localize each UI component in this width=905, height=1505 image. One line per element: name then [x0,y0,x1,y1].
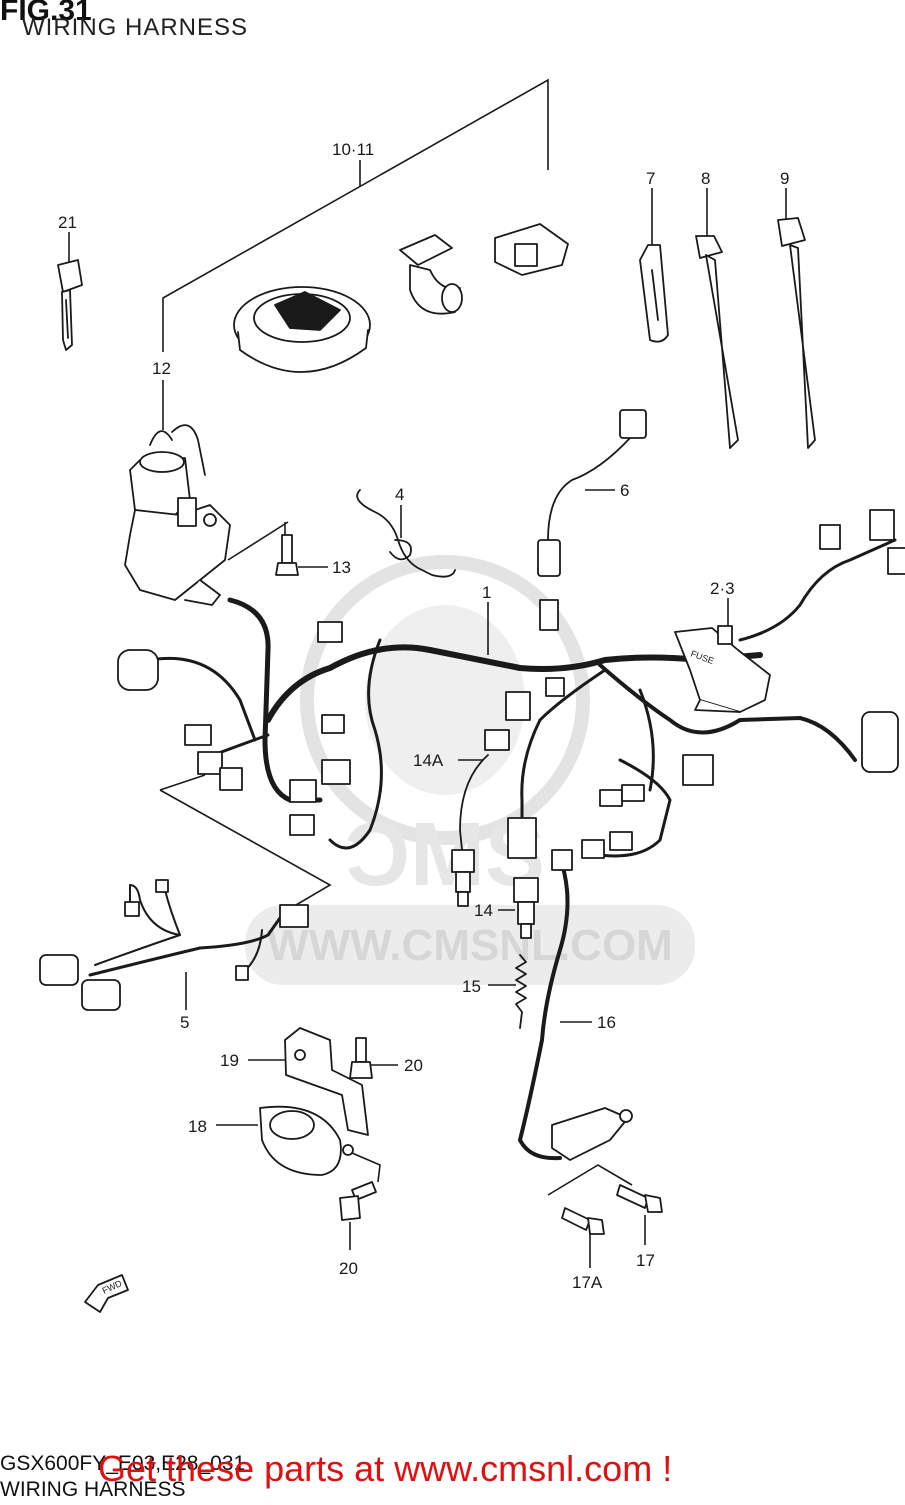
leader-bracket-10-11 [162,78,549,352]
leader-bracket-20b [344,1149,381,1183]
callout-19: 19 [220,1051,239,1070]
leader-bracket-5-b [159,789,332,906]
cable-tie-part-8 [695,235,739,449]
parts: FUSE [39,217,905,1313]
connectors-main-harness [117,509,905,859]
switch-part-14a [451,754,489,907]
bracket-part-19 [284,1027,369,1136]
watermark: WWW.CMSNL.COM ƆMS [245,555,695,985]
callout-4: 4 [395,485,404,504]
callout-9: 9 [780,169,789,188]
callout-17a: 17A [572,1273,603,1292]
callout-12: 12 [152,359,171,378]
sub-harness-part-6 [537,409,647,577]
key-part-21 [57,259,83,351]
ignition-switch-part-12 [124,424,231,606]
bolt-part-17a [561,1207,605,1235]
sub-harness-part-16 [518,849,573,1161]
horn-part-18 [259,1105,354,1176]
leader-lines [68,78,787,1268]
model-code: GSX600FY_E03,E28_031 [0,1452,246,1475]
callout-8: 8 [701,169,710,188]
fuse-box-part-2-3: FUSE [674,625,771,713]
callout-20b: 20 [339,1259,358,1278]
watermark-banner [245,905,695,985]
fuel-cap-part-10-11 [233,286,371,373]
clamp-part-7 [639,244,669,343]
figure-number: FIG.31 [0,0,92,27]
callout-14: 14 [474,901,493,920]
callout-13: 13 [332,558,351,577]
callout-1: 1 [482,583,491,602]
callout-20a: 20 [404,1056,423,1075]
lock-cylinder-part [399,223,569,315]
switch-part-14 [513,877,539,939]
figure-title: WIRING HARNESS [22,14,249,41]
watermark-skull [365,605,525,795]
callout-14a: 14A [413,751,444,770]
section-name: WIRING HARNESS [0,1478,186,1501]
watermark-text: WWW.CMSNL.COM [267,921,673,970]
leader-bracket-5-a [159,774,206,791]
callout-15: 15 [462,977,481,996]
main-harness-part-1 [148,538,897,858]
leader-bracket-13 [227,521,289,561]
switch-body-part-17 [551,1107,633,1161]
callout-10-11: 10·11 [332,140,374,159]
bolt-part-13 [275,534,299,576]
callout-7: 7 [646,169,655,188]
callout-18: 18 [188,1117,207,1136]
callout-16: 16 [597,1013,616,1032]
bolt-part-20b [339,1181,377,1221]
callout-2-3: 2·3 [710,579,735,598]
watermark-ring [300,555,590,845]
harness-part-5 [39,879,309,1011]
bolt-part-17 [616,1184,663,1213]
cable-tie-part-9 [777,217,816,449]
callouts: 10·11 21 12 7 8 9 4 6 13 2·3 1 14A 14 15… [58,140,789,1292]
callout-21: 21 [58,213,77,232]
spring-part-15 [515,954,527,1029]
callout-5: 5 [180,1013,189,1032]
promo-link[interactable]: Get these parts at www.cmsnl.com ! [98,1448,673,1489]
callout-6: 6 [620,481,629,500]
callout-17: 17 [636,1251,655,1270]
bolt-part-20a [349,1037,373,1079]
fwd-arrow-icon: FWD [84,1274,129,1313]
spring-clip-part-4 [356,489,456,578]
leader-bracket-17 [547,1164,633,1196]
